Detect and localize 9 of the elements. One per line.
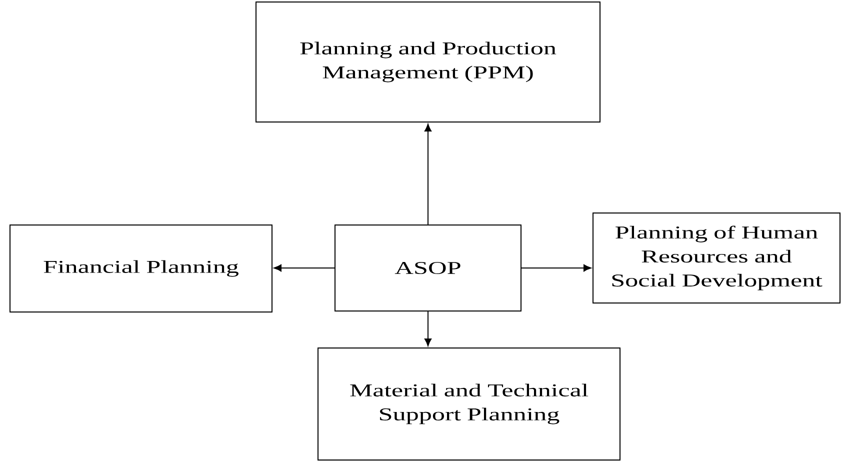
arrow — [424, 124, 432, 225]
arrow — [424, 311, 432, 346]
process-box: ASOP — [334, 224, 522, 312]
arrow — [274, 264, 335, 272]
process-box: Planning of Human Resources and Social Development — [592, 212, 840, 304]
arrow — [521, 264, 592, 272]
process-box: Planning and Production Management (PPM) — [256, 2, 600, 122]
process-box: Financial Planning — [10, 224, 272, 312]
process-box: Material and Technical Support Planning — [318, 348, 620, 460]
